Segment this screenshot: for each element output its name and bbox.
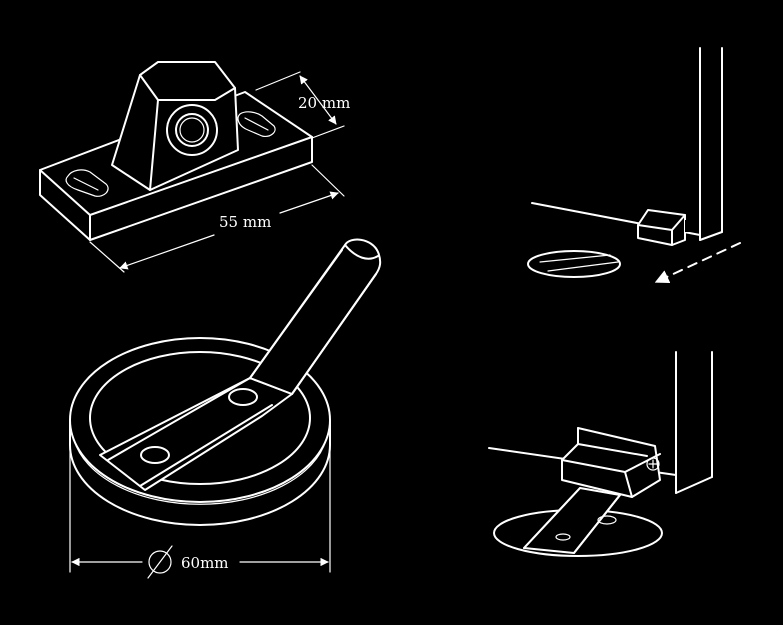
- height-dimension: 20 mm: [255, 71, 350, 139]
- diameter-dim-label: 60mm: [181, 554, 229, 572]
- length-dim-label: 55 mm: [219, 213, 271, 231]
- length-dimension: 55 mm: [89, 164, 345, 273]
- stopper-disc-drawing: [69, 238, 382, 526]
- diameter-symbol-icon: [147, 545, 173, 579]
- door-retracted-drawing: [527, 47, 741, 284]
- dashed-arrow-icon: [654, 242, 741, 284]
- height-dim-label: 20 mm: [298, 94, 350, 112]
- diameter-dimension: 60mm: [69, 444, 331, 579]
- bracket-drawing: [39, 61, 313, 241]
- door-deployed-drawing: [488, 351, 713, 557]
- screw-head-icon: [646, 457, 660, 471]
